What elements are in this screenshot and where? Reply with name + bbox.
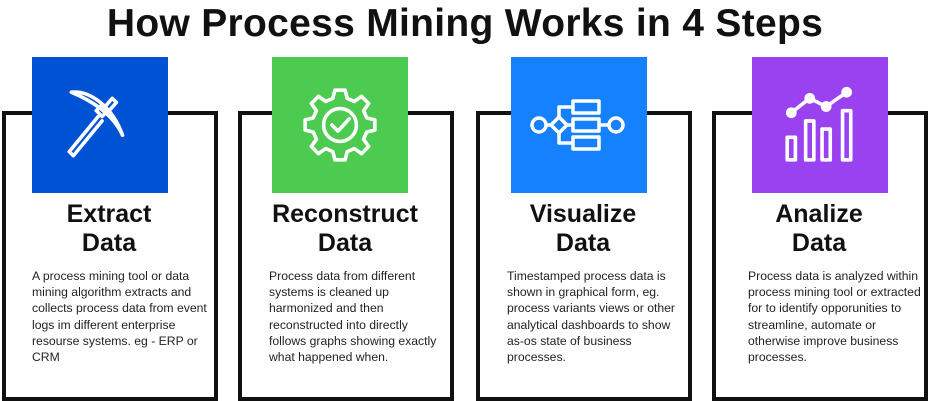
heading-line: Extract [66,200,152,228]
step-description: A process mining tool or data mining alg… [32,269,207,365]
heading-line: Analize [775,200,863,228]
heading-line: Data [81,229,137,257]
step-description: Timestamped process data is shown in gra… [507,269,675,365]
step-icon-tile [511,57,647,193]
gear-check-icon [303,88,377,162]
step-description: Process data from different systems is c… [269,269,437,365]
step-icon-tile [272,57,408,193]
process-flow-icon [530,99,625,151]
heading-line: Visualize [529,200,637,228]
step-description: Process data is analyzed within process … [748,269,921,365]
step-heading: Visualize Data [476,200,690,258]
heading-line: Data [317,229,373,257]
step-heading: Analize Data [712,200,926,258]
step-icon-tile [32,57,168,193]
heading-line: Reconstruct [272,200,418,228]
step-heading: Reconstruct Data [238,200,452,258]
pickaxe-icon [67,90,125,158]
page-title: How Process Mining Works in 4 Steps [106,2,824,45]
heading-line: Data [791,229,847,257]
step-heading: Extract Data [2,200,216,258]
bar-line-chart-icon [785,86,853,162]
heading-line: Data [555,229,611,257]
step-icon-tile [752,57,888,193]
